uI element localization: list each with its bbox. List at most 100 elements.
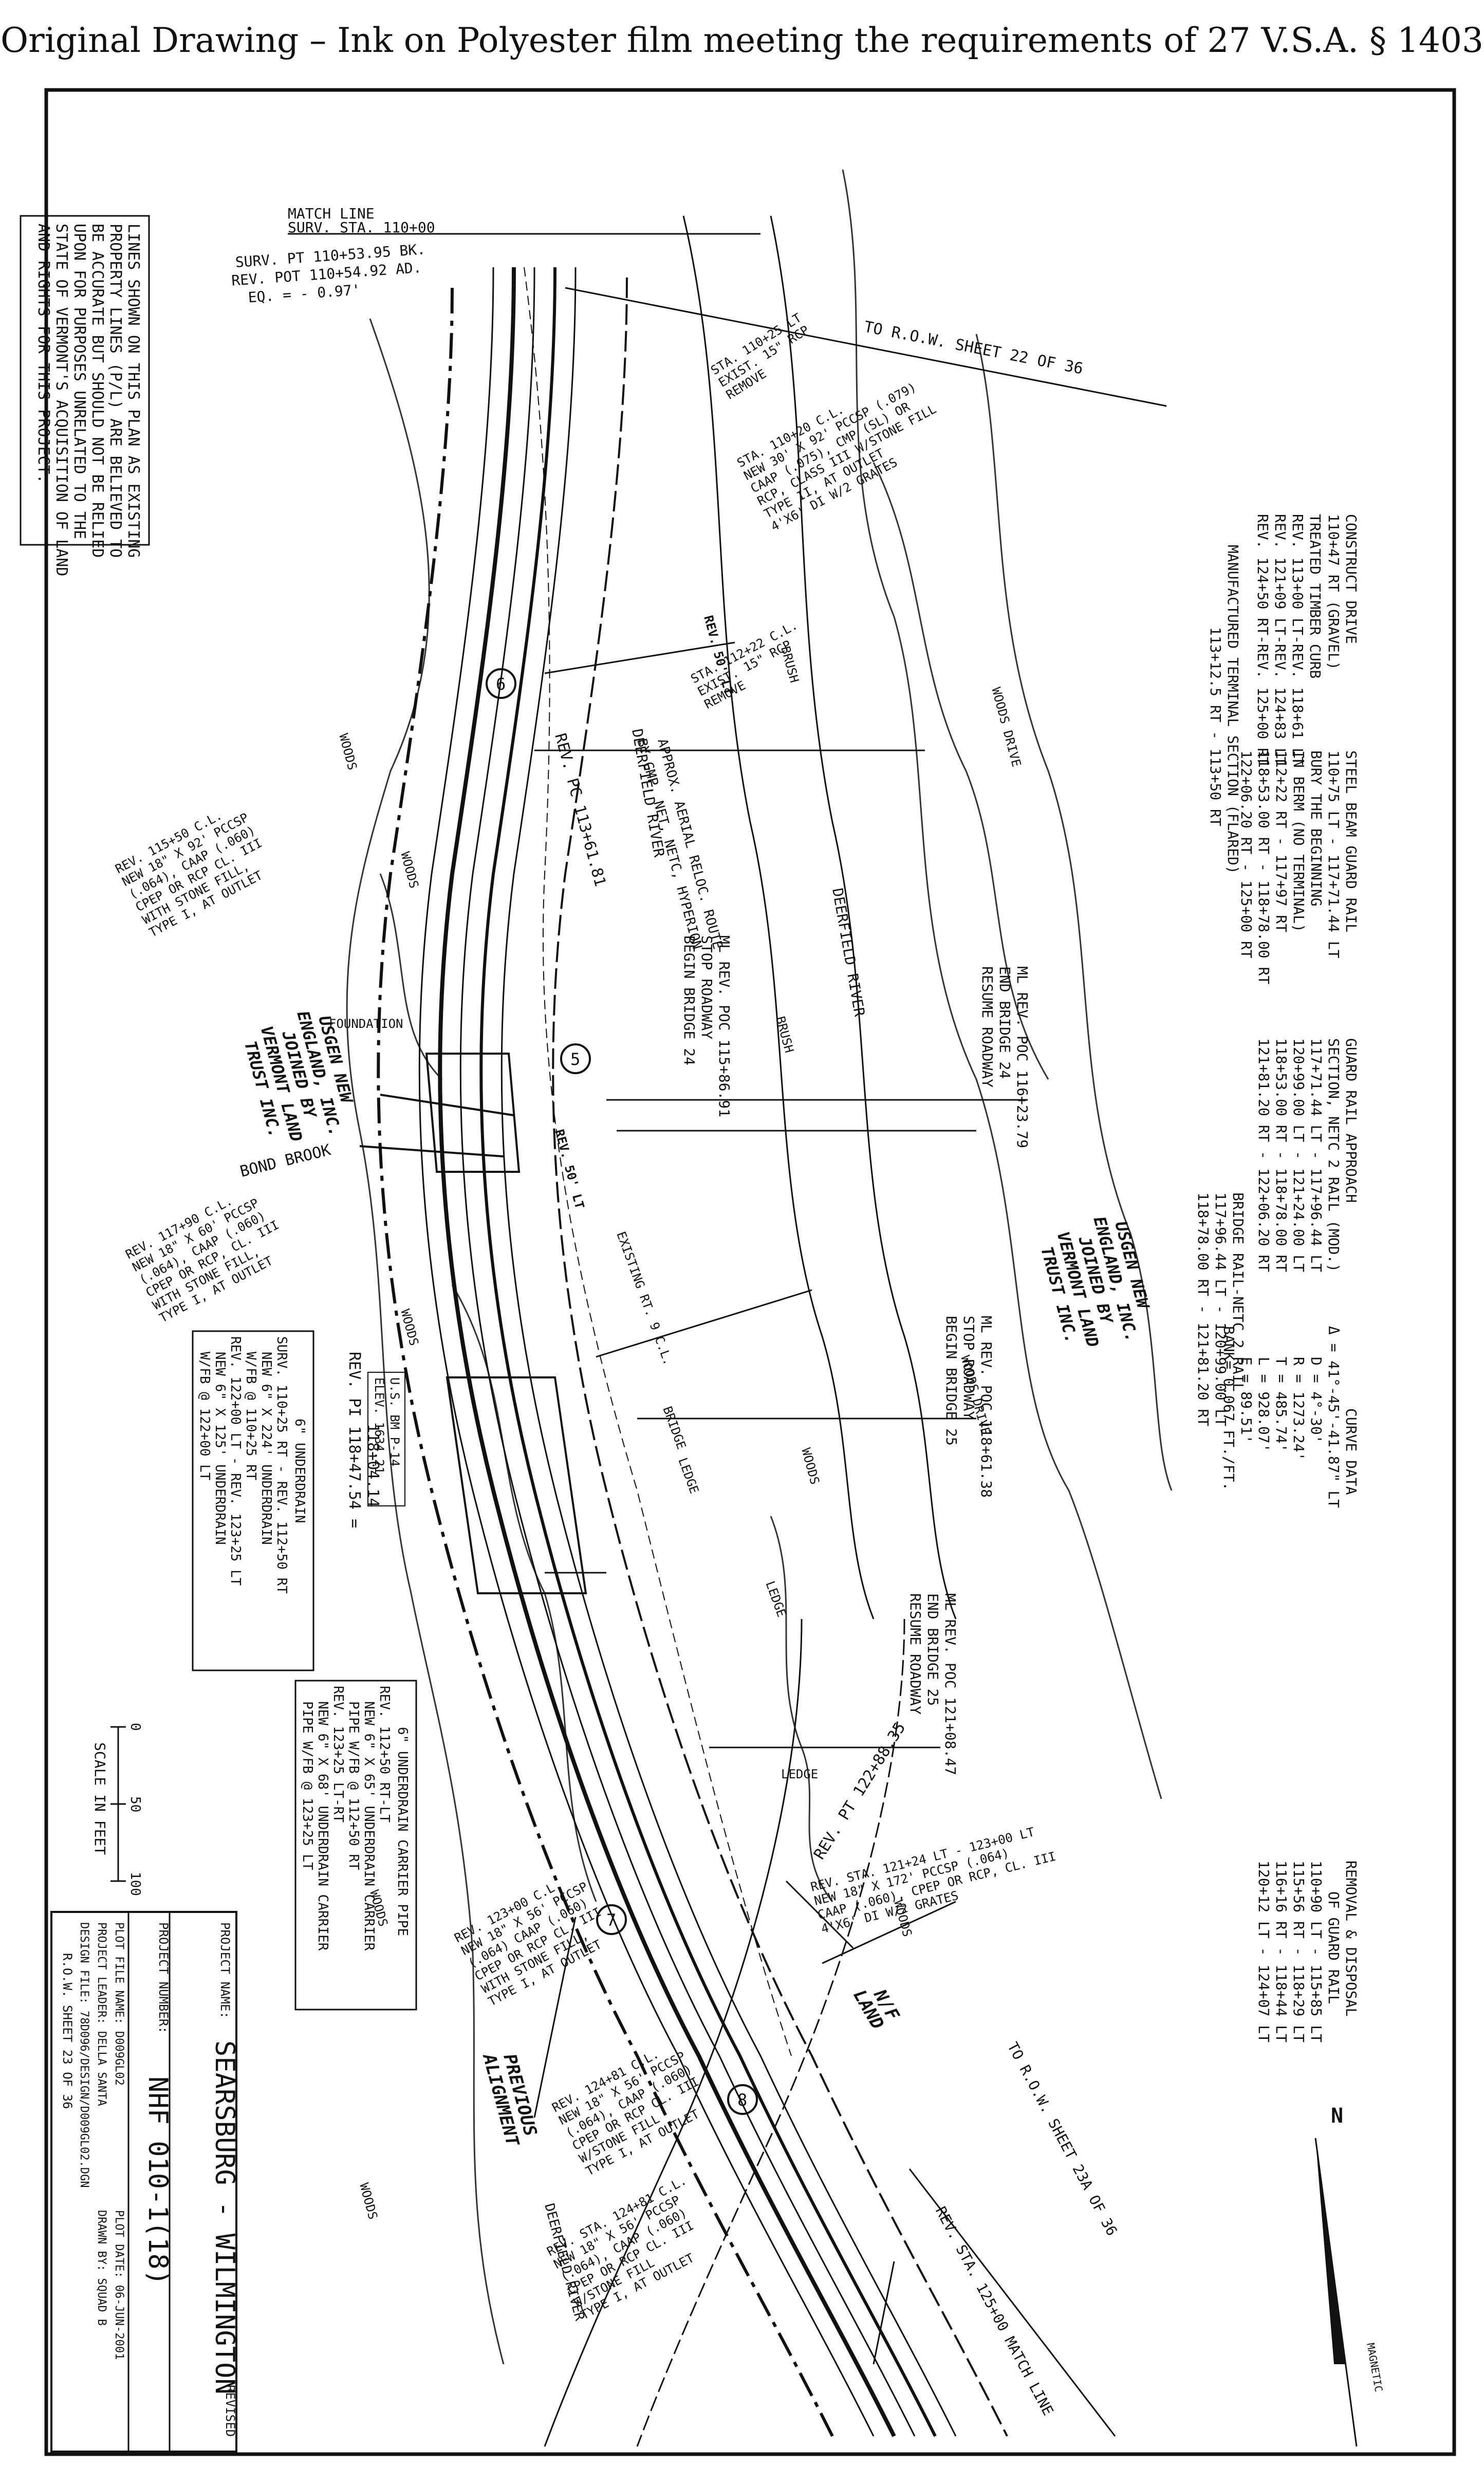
match-line-label: MATCH LINE (288, 205, 375, 222)
woods-drive-label: WOODS DRIVE (989, 686, 1024, 768)
culvert-note: REV. STA. 121+24 LT - 123+00 LT NEW 18" … (809, 1825, 1058, 1936)
note-line: UPON FOR PURPOSES UNRELATED TO THE (70, 224, 88, 539)
rev-pi-label: REV. PI 118+47.54 = 118+04.14 (345, 1352, 382, 1528)
scale-tick: 50 (127, 1796, 143, 1812)
property-line-note: LINES SHOWN ON THIS PLAN AS EXISTING PRO… (20, 215, 150, 576)
rev-pi-line: 118+04.14 (364, 1424, 382, 1507)
benchmark-label: U.S. BM P-14 ELEV. 1634.21 (367, 1372, 405, 1506)
callout-number: 6 (496, 674, 506, 694)
qty-line: BRIDGE RAIL-NETC 2 RAIL (1230, 1192, 1247, 1392)
qty-line: BURY THE BEGINNING (1308, 750, 1325, 906)
scale-label: SCALE IN FEET (91, 1742, 108, 1855)
stop-line: ML REV. POC 116+23.79 (1014, 966, 1031, 1148)
bond-brook-label: BOND BROOK (238, 1141, 332, 1181)
design-file: DESIGN FILE: 78D096/DESIGN/D009GL02.DGN (78, 1922, 90, 2188)
underdrain-line: PIPE W/FB @ 112+50 RT (346, 1701, 361, 1870)
bridge-outlines (359, 1053, 587, 1594)
qty-line: 110+75 LT - 117+71.44 LT (1325, 750, 1342, 959)
project-number: NHF 010-1(18) (142, 2076, 173, 2286)
qty-line: GUARD RAIL APPROACH (1343, 1038, 1360, 1203)
curve-data-line: L = 928.07' (1255, 1357, 1272, 1452)
foundation-label: FOUNDATION (329, 1017, 403, 1031)
brush-label: BRUSH (773, 1015, 796, 1054)
roadway-alignment (377, 267, 1008, 2437)
woods-label: WOODS (398, 850, 421, 890)
to-row-sheet-22: TO R.O.W. SHEET 22 OF 36 (862, 318, 1084, 378)
sheet-border (44, 88, 1456, 2456)
culvert-note: STA. 110+25 LT EXIST. 15" RCP REMOVE (708, 310, 811, 402)
plot-file: PLOT FILE NAME: D009GL02 (113, 1922, 125, 2086)
bm-line: ELEV. 1634.21 (372, 1377, 386, 1474)
drawn-by: DRAWN BY: SQUAD B (95, 2210, 108, 2326)
qty-line: 110+90 LT - 115+85 LT (1308, 1861, 1325, 2042)
culvert-note: REV. 115+50 C.L. NEW 18" X 92' PCCSP (.0… (113, 808, 265, 940)
north-arrow: N MAGNETIC (1314, 2104, 1385, 2447)
underdrain-line: 6" UNDERDRAIN (292, 1419, 307, 1523)
stop-line: BEGIN BRIDGE 25 (943, 1316, 960, 1446)
river-banks (544, 215, 957, 2447)
surv-pt-label: SURV. PT 110+53.95 BK. REV. POT 110+54.9… (231, 241, 426, 306)
project-name-label: PROJECT NAME: (218, 1922, 232, 2019)
qty-line: 118+53.00 RT - 118+78.00 RT (1273, 1038, 1290, 1272)
qty-line: 117+71.44 LT - 117+96.44 LT (1308, 1038, 1325, 1272)
qty-line: REV. 113+00 LT-REV. 118+61 LT (1289, 514, 1306, 765)
match-line-bottom: REV. STA. 125+00 MATCH LINE (932, 2204, 1057, 2418)
curve-data-title: CURVE DATA (1343, 1408, 1360, 1495)
underdrain-line: NEW 6" X 65' UNDERDRAIN CARRIER (361, 1701, 377, 1951)
underdrain-line: W/FB @ 122+00 LT (197, 1352, 212, 1481)
underdrain-line: REV. 122+00 LT - REV. 123+25 LT (228, 1336, 243, 1586)
qty-line: CONSTRUCT DRIVE (1343, 514, 1360, 644)
revised-label: REVISED (223, 2385, 237, 2437)
sheet-number: R.O.W. SHEET 23 OF 36 (60, 1953, 75, 2109)
title-block: PROJECT NAME: SEARSBURG - WILMINGTON REV… (50, 1911, 240, 2453)
stop-label-bridge-25-end: ML REV. POC 121+08.47 END BRIDGE 25 RESU… (907, 1593, 959, 1775)
plot-date: PLOT DATE: 06-JUN-2001 (113, 2210, 125, 2360)
stop-line: ML REV. POC 115+86.91 (716, 935, 733, 1117)
project-name: SEARSBURG - WILMINGTON (209, 2040, 240, 2395)
project-leader: PROJECT LEADER: DELLA SANTA (95, 1922, 108, 2106)
stop-line: BEGIN BRIDGE 24 (681, 935, 698, 1065)
curve-data-line: BANK= 0.067 FT./FT. (1220, 1326, 1237, 1490)
rev-pc-label: REV. PC 113+61.81 (551, 731, 609, 889)
stop-line: END BRIDGE 24 (996, 966, 1013, 1079)
qty-line: 120+99.00 LT - 121+24.00 LT (1290, 1038, 1307, 1272)
callout-number: 7 (606, 1910, 616, 1930)
qty-line: MANUFACTURED TERMINAL SECTION (FLARED) (1225, 545, 1241, 874)
qty-line: 118+53.00 RT - 118+78.00 RT (1255, 750, 1272, 984)
culvert-note: REV. 117+90 C.L. NEW 18" X 60' PCCSP (.0… (123, 1193, 282, 1325)
stop-line: RESUME ROADWAY (907, 1593, 924, 1715)
bridge-label: BRIDGE (660, 1404, 689, 1451)
project-number-label: PROJECT NUMBER: (156, 1922, 171, 2034)
rev-pt-label: REV. PT 122+88.35 (810, 1719, 909, 1863)
callout-markers: 6 5 7 8 (486, 668, 758, 2115)
note-line: AND RIGHTS FOR THIS PROJECT. (34, 224, 52, 484)
underdrain-line: NEW 6" X 224' UNDERDRAIN (258, 1352, 274, 1545)
quantity-terminal: MANUFACTURED TERMINAL SECTION (FLARED) 1… (1207, 545, 1241, 874)
stop-label-bridge-24-begin: ML REV. POC 115+86.91 STOP ROADWAY BEGIN… (681, 935, 733, 1117)
callout-number: 5 (570, 1050, 580, 1069)
stop-line: STOP ROADWAY (960, 1316, 977, 1420)
stop-line: ML REV. POC 121+08.47 (942, 1593, 959, 1775)
curve-data-line: Δ = 41°-45'-41.87" LT (1325, 1326, 1342, 1508)
culvert-note: STA. 110+20 C.L. NEW 30' X 92' PCCSP (.0… (735, 380, 939, 534)
bm-line: U.S. BM P-14 (387, 1377, 402, 1466)
underdrain-line: PIPE W/FB @ 123+25 LT (300, 1701, 315, 1870)
underdrain-box-1: 6" UNDERDRAIN SURV. 110+25 RT - REV. 112… (192, 1330, 314, 1671)
curve-data-line: T = 485.74' (1273, 1357, 1290, 1452)
stop-line: RESUME ROADWAY (979, 966, 996, 1088)
underdrain-line: W/FB @ 110+25 RT (243, 1352, 258, 1481)
note-line: LINES SHOWN ON THIS PLAN AS EXISTING (124, 224, 142, 558)
underdrain-line: NEW 6" X 68' UNDERDRAIN CARRIER (315, 1701, 330, 1951)
curve-data-line: E = 89.51' (1238, 1357, 1255, 1444)
qty-line: REV. 124+50 RT-REV. 125+00 RT (1254, 514, 1271, 765)
to-row-sheet-23a: TO R.O.W. SHEET 23A OF 36 (1004, 2039, 1121, 2239)
underdrain-line: NEW 6" X 125' UNDERDRAIN (212, 1352, 228, 1545)
underdrain-line: REV. 123+25 LT-RT (330, 1686, 346, 1822)
note-line: PROPERTY LINES (P/L) ARE BELIEVED TO (106, 224, 124, 558)
qty-line: 110+47 RT (GRAVEL) (1325, 514, 1342, 670)
qty-line: STEEL BEAM GUARD RAIL (1343, 750, 1360, 932)
owner-label-right: USGEN NEW ENGLAND, INC. JOINED BY VERMON… (1037, 1214, 1154, 1349)
quantity-removal: REMOVAL & DISPOSAL OF GUARD RAIL 110+90 … (1255, 1861, 1360, 2042)
woods-label: WOODS (799, 1446, 822, 1486)
